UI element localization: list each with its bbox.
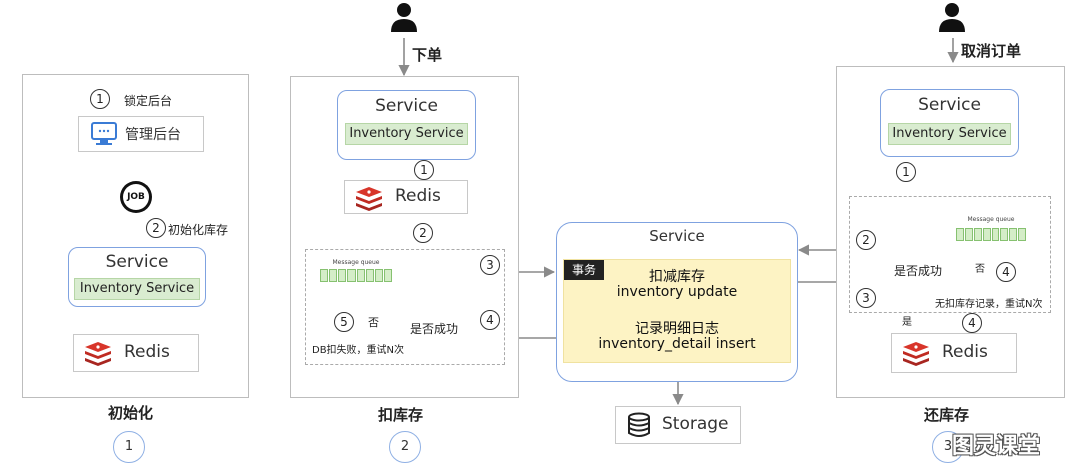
deduct-mq-area [305, 249, 505, 365]
restore-service-title: Service [918, 95, 981, 115]
cancel-trigger-label: 取消订单 [961, 42, 1022, 60]
restore-no-label: 否 [975, 264, 985, 275]
deduct-decision-label: 是否成功 [409, 322, 458, 336]
init-section-step: 1 [113, 431, 145, 463]
user-icon-cancel [939, 3, 965, 32]
center-service-box: Service 事务 扣减库存 inventory update 记录明细日志 … [556, 222, 798, 382]
init-inventory-service: Inventory Service [74, 278, 200, 300]
restore-step4b-number: 4 [962, 313, 982, 333]
restore-step4a-number: 4 [996, 262, 1016, 282]
init-step2-label: 初始化库存 [168, 223, 229, 237]
tx-line1: 扣减库存 [649, 269, 705, 285]
restore-step2-number: 2 [856, 230, 876, 250]
redis-icon [85, 342, 111, 366]
deduct-step3-number: 3 [480, 255, 500, 275]
restore-redis-label: Redis [942, 342, 988, 362]
init-step1-label: 锁定后台 [124, 94, 173, 108]
restore-step1-number: 1 [896, 162, 916, 182]
deduct-no-label: 否 [368, 316, 379, 329]
restore-section-title: 还库存 [924, 406, 970, 424]
job-icon: JOB [120, 181, 152, 213]
restore-section-step: 3 [932, 431, 964, 463]
init-step2-number: 2 [146, 218, 166, 238]
restore-mq-area [849, 196, 1051, 313]
deduct-section-title: 扣库存 [378, 406, 424, 424]
tx-line4: inventory_detail insert [598, 336, 756, 352]
deduct-step1-number: 1 [414, 160, 434, 180]
redis-icon [903, 342, 929, 366]
deduct-redis-label: Redis [395, 186, 441, 206]
restore-yes-label: 是 [902, 317, 912, 328]
user-icon-order [391, 3, 417, 32]
init-redis-box: Redis [73, 334, 199, 372]
admin-label: 管理后台 [125, 127, 181, 143]
init-step1-number: 1 [90, 89, 110, 109]
admin-box: 管理后台 [78, 116, 204, 152]
init-redis-label: Redis [124, 342, 170, 362]
redis-icon [356, 187, 382, 211]
watermark-text: 图灵课堂 [952, 434, 1041, 459]
restore-step3-number: 3 [856, 288, 876, 308]
storage-label: Storage [662, 414, 729, 434]
deduct-step5-number: 5 [334, 312, 354, 332]
deduct-service-title: Service [375, 96, 438, 116]
restore-no-record-label: 无扣库存记录，重试N次 [935, 299, 1043, 310]
deduct-redis-box: Redis [344, 180, 468, 214]
tx-line2: inventory update [616, 284, 738, 300]
monitor-icon [91, 122, 117, 145]
tx-line3: 记录明细日志 [635, 321, 719, 337]
deduct-fail-label: DB扣失败，重试N次 [312, 345, 405, 356]
init-service-title: Service [105, 252, 169, 272]
restore-service-box: Service Inventory Service [880, 89, 1019, 157]
database-icon [628, 412, 650, 437]
deduct-step2-number: 2 [413, 223, 433, 243]
transaction-box: 事务 扣减库存 inventory update 记录明细日志 inventor… [563, 259, 791, 363]
order-trigger-label: 下单 [412, 46, 443, 64]
transaction-tag: 事务 [564, 260, 604, 280]
deduct-service-box: Service Inventory Service [337, 90, 476, 160]
storage-box: Storage [615, 406, 741, 444]
init-service-box: Service Inventory Service [68, 247, 206, 307]
deduct-message-queue: Message queue [316, 257, 396, 291]
restore-inventory-service: Inventory Service [888, 123, 1011, 145]
init-section-title: 初始化 [108, 404, 154, 422]
restore-message-queue: Message queue [952, 214, 1030, 250]
restore-decision-label: 是否成功 [893, 264, 942, 278]
deduct-section-step: 2 [389, 431, 421, 463]
deduct-step4-number: 4 [480, 310, 500, 330]
restore-redis-box: Redis [891, 333, 1017, 373]
deduct-inventory-service: Inventory Service [345, 123, 468, 145]
center-service-title: Service [649, 227, 705, 245]
